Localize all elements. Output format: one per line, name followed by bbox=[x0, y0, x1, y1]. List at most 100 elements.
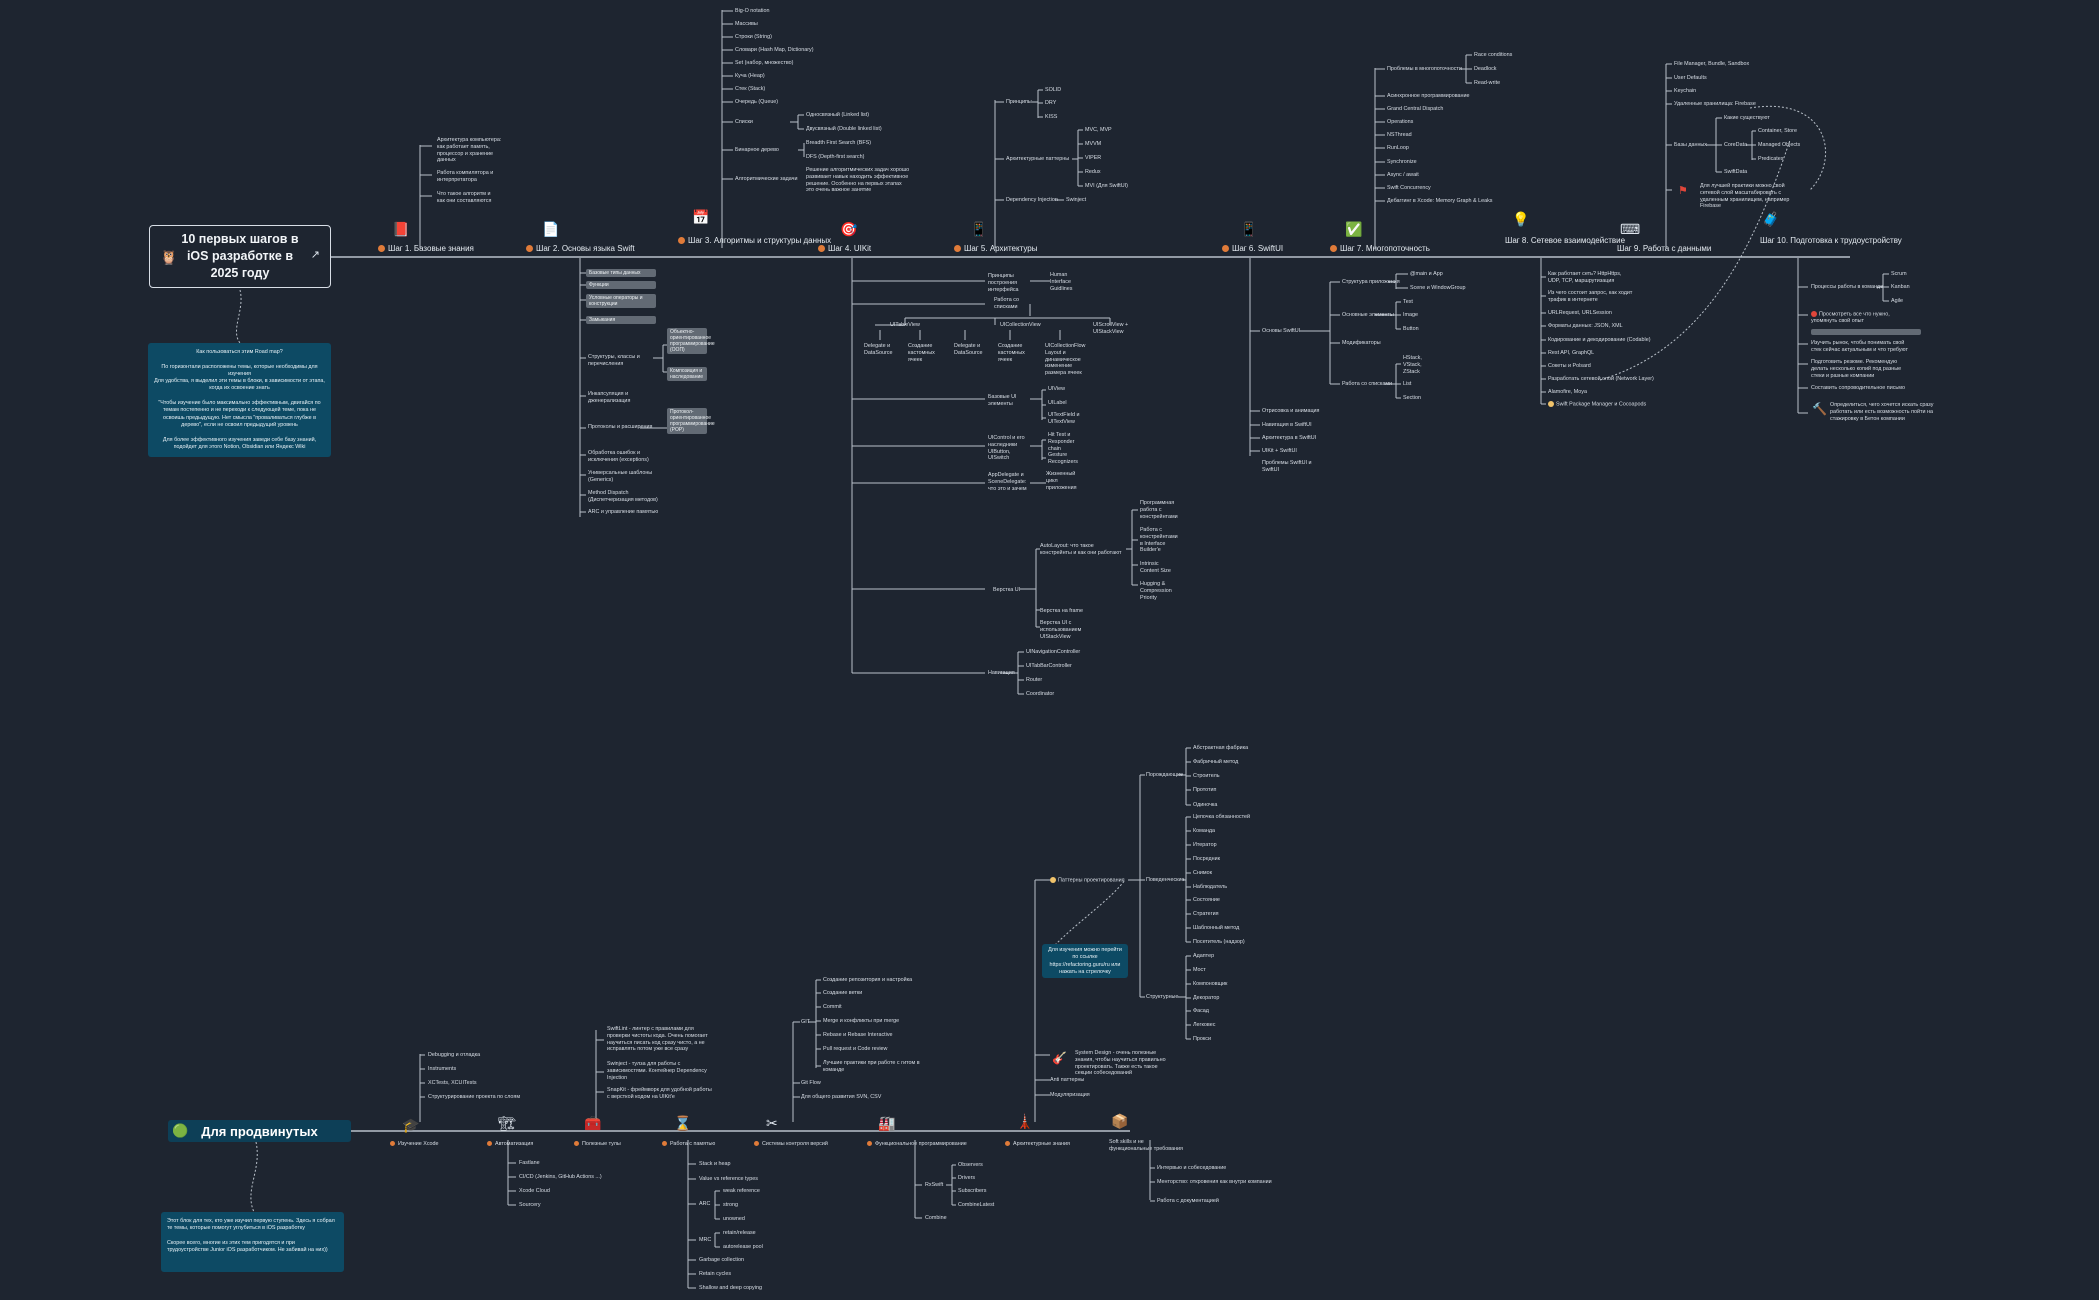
step8-item: Кодирование и декодирование (Codable) bbox=[1548, 337, 1651, 343]
step9-item: Базы данных bbox=[1674, 142, 1707, 148]
creational-item: Прототип bbox=[1193, 787, 1217, 793]
behavioral-item: Итератор bbox=[1193, 842, 1217, 848]
keyboard-icon: ⌨ bbox=[1620, 221, 1641, 237]
step6-sub: Section bbox=[1403, 395, 1421, 401]
structural-item: Фасад bbox=[1193, 1008, 1209, 1014]
behavioral-item: Снимок bbox=[1193, 870, 1212, 876]
step3-item: Строки (String) bbox=[735, 34, 772, 40]
number-5-icon bbox=[954, 245, 961, 253]
step7-item: Swift Concurrency bbox=[1387, 185, 1431, 191]
behavioral-item: Стратегия bbox=[1193, 911, 1219, 917]
step4-sub: Верстка на frame bbox=[1040, 608, 1083, 614]
adv-fp-item: RxSwift bbox=[925, 1182, 944, 1188]
patterns-note[interactable]: Для изучения можно перейти по ссылке htt… bbox=[1042, 944, 1128, 978]
flag-icon: ⚑ bbox=[1678, 185, 1688, 197]
adv-memory-sub: retain/release bbox=[723, 1230, 756, 1236]
step10-item: Подготовить резюме. Рекомендую делать не… bbox=[1811, 359, 1902, 379]
step7-item: Асинхронное программирование bbox=[1387, 93, 1470, 99]
step-4[interactable]: Шаг 4. UIKit bbox=[818, 244, 871, 253]
step6-sub: HStack, VStack, ZStack bbox=[1403, 355, 1422, 375]
adv-vcs-sub: Создание ветки bbox=[823, 990, 863, 996]
adv-xcode-item: Instruments bbox=[428, 1066, 457, 1072]
step9-item: Удаленные хранилища: Firebase bbox=[1674, 101, 1756, 107]
step8-item: Alamofire, Moya bbox=[1548, 389, 1587, 395]
adv-memory-item: ARC bbox=[699, 1201, 711, 1207]
step7-sub: Deadlock bbox=[1474, 66, 1497, 72]
structural-item: Прокси bbox=[1193, 1036, 1211, 1042]
target-icon: 🎯 bbox=[840, 221, 858, 237]
adv-tools-item: SnapKit - фреймворк для удобной работы с… bbox=[607, 1087, 712, 1100]
number-1-icon bbox=[378, 245, 385, 253]
step5-sub: MVC, MVP bbox=[1085, 127, 1112, 133]
step-1[interactable]: Шаг 1. Базовые знания bbox=[378, 244, 474, 253]
step6-item: Отрисовка и анимация bbox=[1262, 408, 1320, 414]
adv-step-1[interactable]: Изучение Xcode bbox=[390, 1141, 439, 1148]
step-3[interactable]: Шаг 3. Алгоритмы и структуры данных bbox=[678, 236, 831, 245]
step4-sub: Hugging & Compression Priority bbox=[1140, 581, 1172, 601]
creational-item: Фабричный метод bbox=[1193, 759, 1239, 765]
step-5[interactable]: Шаг 5. Архитектуры bbox=[954, 244, 1037, 253]
step-2[interactable]: Шаг 2. Основы языка Swift bbox=[526, 244, 635, 253]
step-10[interactable]: Шаг 10. Подготовка к трудоустройству bbox=[1760, 236, 1902, 245]
step4-sub: Жизненный цикл приложения bbox=[1046, 471, 1077, 491]
gavel-icon: 🔨 bbox=[1812, 402, 1827, 416]
step2-item: Замыкания bbox=[586, 316, 656, 324]
adv-soft-item: Работа с документацией bbox=[1157, 1198, 1219, 1204]
step5-sub: Redux bbox=[1085, 169, 1101, 175]
adv-step-5[interactable]: Системы контроля версий bbox=[754, 1141, 828, 1148]
step3-item: Очередь (Queue) bbox=[735, 99, 779, 105]
step-6[interactable]: Шаг 6. SwiftUI bbox=[1222, 244, 1283, 253]
adv-step-8[interactable]: Soft skills и не функциональные требован… bbox=[1109, 1139, 1183, 1152]
advanced-note: Этот блок для тех, кто уже изучил первую… bbox=[161, 1212, 344, 1272]
document-icon: 📄 bbox=[542, 221, 560, 237]
step9-sub: Container, Store bbox=[1758, 128, 1797, 134]
step9-sub: Predicates bbox=[1758, 156, 1784, 162]
step6-sub: Основные элементы bbox=[1342, 312, 1394, 318]
step2-item: Обработка ошибок и исключения (exception… bbox=[588, 450, 649, 463]
adv-step-2[interactable]: Автоматизация bbox=[487, 1141, 533, 1148]
adv-tools-item: Swinject - тулза для работы с зависимост… bbox=[607, 1061, 707, 1081]
step9-item: File Manager, Bundle, Sandbox bbox=[1674, 61, 1750, 67]
adv-step-6[interactable]: Функциональное программирование bbox=[867, 1141, 967, 1148]
roadmap-title: 10 первых шагов в iOS разработке в 2025 … bbox=[181, 232, 299, 280]
external-link-icon[interactable]: ↗ bbox=[310, 249, 320, 261]
step6-sub: Структура приложения bbox=[1342, 279, 1400, 285]
step5-sub: Swinject bbox=[1066, 197, 1087, 203]
step4-sub: UICollectionView bbox=[1000, 322, 1041, 328]
step10-item: Определиться, чего хочется искать сразу … bbox=[1830, 402, 1934, 422]
roadmap-title-box[interactable]: 🦉 10 первых шагов в iOS разработке в 202… bbox=[149, 225, 331, 288]
step8-item: Как работает сеть? HttpHttps, UDP, TCP, … bbox=[1548, 271, 1622, 284]
guitar-icon: 🎸 bbox=[1052, 1051, 1067, 1065]
step4-sub: Hit Test и Responder chain bbox=[1048, 432, 1075, 452]
factory-icon: 🏭 bbox=[878, 1115, 896, 1131]
behavioral-item: Посредник bbox=[1193, 856, 1220, 862]
step2-item: Структуры, классы и перечисления bbox=[588, 354, 640, 367]
step-9[interactable]: Шаг 9. Работа с данными bbox=[1617, 244, 1712, 253]
adv-step-7[interactable]: Архитектурные знания bbox=[1005, 1141, 1070, 1148]
adv-vcs-item: Для общего развития SVN, CSV bbox=[801, 1094, 882, 1100]
yellow-tag-icon bbox=[1050, 877, 1056, 883]
step3-item: Set (набор, множество) bbox=[735, 60, 794, 66]
red-book-icon: 📕 bbox=[392, 221, 410, 237]
adv-memory-item: Stack и heap bbox=[699, 1161, 731, 1167]
adv-xcode-item: Debugging и отладка bbox=[428, 1052, 481, 1058]
step4-sub: UILabel bbox=[1048, 400, 1067, 406]
step2-sub: Объектно-ориентированное программировани… bbox=[667, 328, 715, 354]
adv-xcode-item: XCTests, XCUITests bbox=[428, 1080, 477, 1086]
step4-sub: Верстка UI с использованием UIStackView bbox=[1040, 620, 1082, 640]
adv-tools-item: SwiftLint - линтер с правилами для прове… bbox=[607, 1026, 708, 1053]
behavioral-item: Посетитель (надзор) bbox=[1193, 939, 1245, 945]
step-7[interactable]: Шаг 7. Многопоточность bbox=[1330, 244, 1430, 253]
step-8[interactable]: Шаг 8. Сетевое взаимодействие bbox=[1505, 236, 1626, 245]
step2-item: Универсальные шаблоны (Generics) bbox=[588, 470, 653, 483]
step6-sub: @main и App bbox=[1410, 271, 1443, 277]
adv-patterns-group: Структурные bbox=[1146, 994, 1179, 1000]
step3-item: Куча (Heap) bbox=[735, 73, 765, 79]
adv-step-4[interactable]: Работа с памятью bbox=[662, 1141, 715, 1148]
adv-step-3[interactable]: Полезные тулы bbox=[574, 1141, 621, 1148]
step3-item: Стек (Stack) bbox=[735, 86, 766, 92]
tower-icon: 🗼 bbox=[1016, 1113, 1034, 1129]
advanced-title[interactable]: 🟢 Для продвинутых bbox=[168, 1120, 351, 1142]
step9-sub: CoreData bbox=[1724, 142, 1748, 148]
step9-sub: Managed Objects bbox=[1758, 142, 1801, 148]
